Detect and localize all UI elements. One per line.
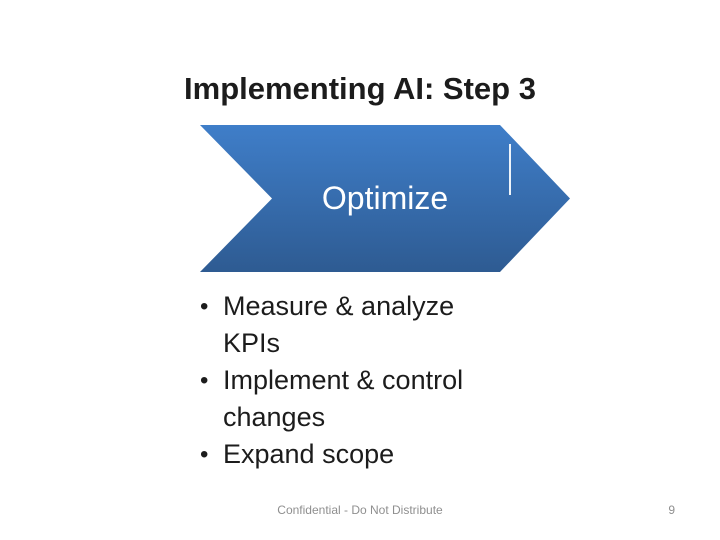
bullet-line: Measure & analyze [223,291,455,321]
list-item: • Implement & control changes [200,362,540,436]
bullet-line: Expand scope [223,439,395,469]
bullet-icon: • [200,367,209,394]
bullet-text: Implement & control changes [223,362,540,436]
bullet-icon: • [200,441,209,468]
bullet-text: Expand scope [223,436,540,473]
bullet-line: changes [223,402,326,432]
bullet-icon: • [200,293,209,320]
list-item: • Expand scope [200,436,540,473]
bullet-line: Implement & control [223,365,464,395]
process-arrow-shape [200,125,570,272]
text-cursor-artifact [509,144,511,195]
bullet-line: KPIs [223,328,281,358]
page-number: 9 [668,503,675,517]
footer-confidential-text: Confidential - Do Not Distribute [277,503,443,517]
chevron-arrow-icon [200,125,570,272]
slide-title: Implementing AI: Step 3 [184,71,536,106]
